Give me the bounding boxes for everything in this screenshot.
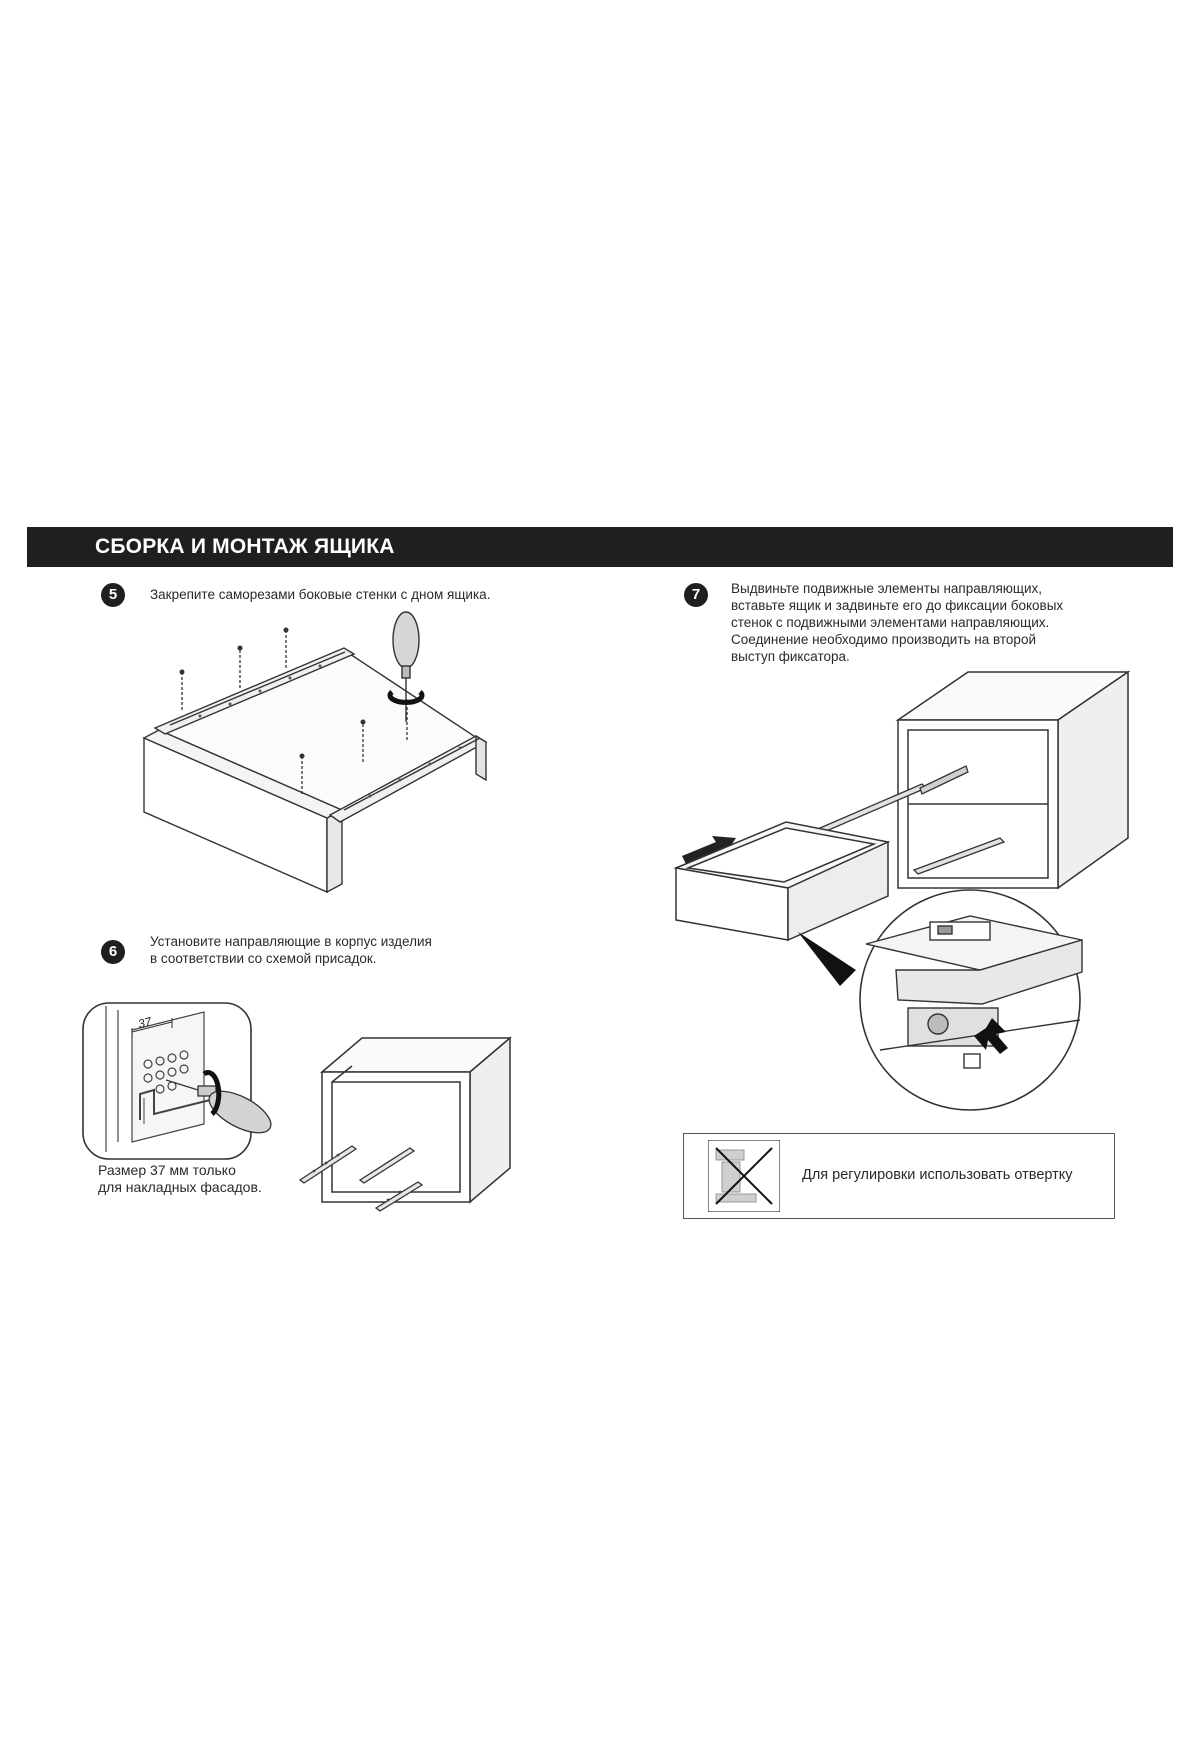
- dimension-37-label: 37: [137, 1014, 155, 1031]
- step-5-drawer-assembly-illustration: [142, 611, 488, 894]
- step-6-instruction: Установите направляющие в корпус изделия…: [150, 934, 432, 966]
- step-6-badge: 6: [101, 940, 125, 964]
- section-title: СБОРКА И МОНТАЖ ЯЩИКА: [95, 535, 395, 558]
- step-5-badge: 5: [101, 583, 125, 607]
- step-5-instruction: Закрепите саморезами боковые стенки с дн…: [150, 587, 491, 602]
- step-7-drawer-insert-illustration: [673, 670, 1131, 1111]
- step-6-cabinet-rails-illustration: [298, 1036, 513, 1212]
- step-7-badge: 7: [684, 583, 708, 607]
- no-screwdriver-icon: [708, 1140, 780, 1212]
- step-6-caption: Размер 37 мм только для накладных фасадо…: [98, 1162, 262, 1195]
- screwdriver-note-box: Для регулировки использовать отвертку: [683, 1133, 1115, 1219]
- section-header: СБОРКА И МОНТАЖ ЯЩИКА: [27, 527, 1173, 567]
- step-6-drilling-scheme-illustration: 37: [82, 1002, 272, 1160]
- step-7-instruction: Выдвиньте подвижные элементы направляющи…: [731, 581, 1064, 664]
- screwdriver-note-text: Для регулировки использовать отвертку: [802, 1167, 1073, 1183]
